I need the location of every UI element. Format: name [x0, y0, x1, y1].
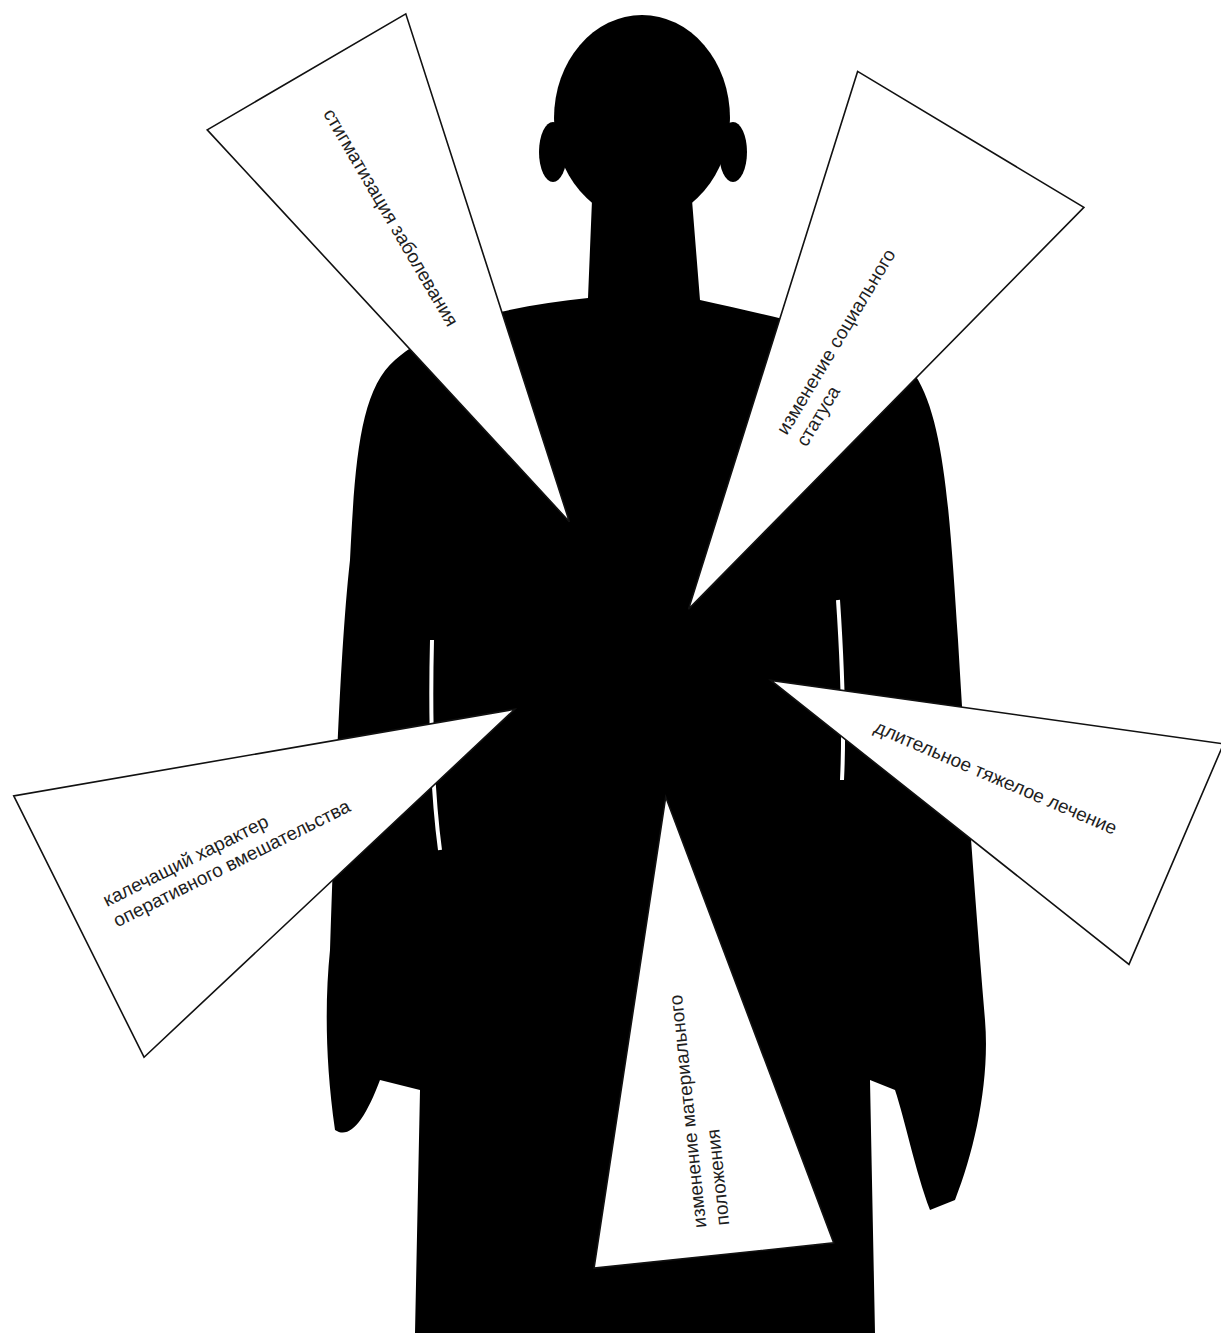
triangle-outline	[13, 578, 579, 1057]
pointer-triangle: изменение материального положения	[544, 783, 834, 1269]
triangle-outline	[207, 14, 668, 580]
triangle-outline	[724, 570, 1221, 964]
pointer-triangle: стигматизация заболевания	[206, 12, 670, 581]
pointer-triangle: длительное тяжелое лечение	[722, 569, 1221, 966]
triangle-outline	[575, 71, 1084, 677]
head	[554, 15, 730, 221]
pointer-triangle: калечащий характер оперативного вмешател…	[12, 577, 581, 1058]
left-ear	[539, 122, 567, 182]
right-ear	[719, 122, 747, 182]
triangle-outline	[545, 784, 833, 1268]
pointer-triangle: изменение социального статуса	[574, 70, 1085, 678]
